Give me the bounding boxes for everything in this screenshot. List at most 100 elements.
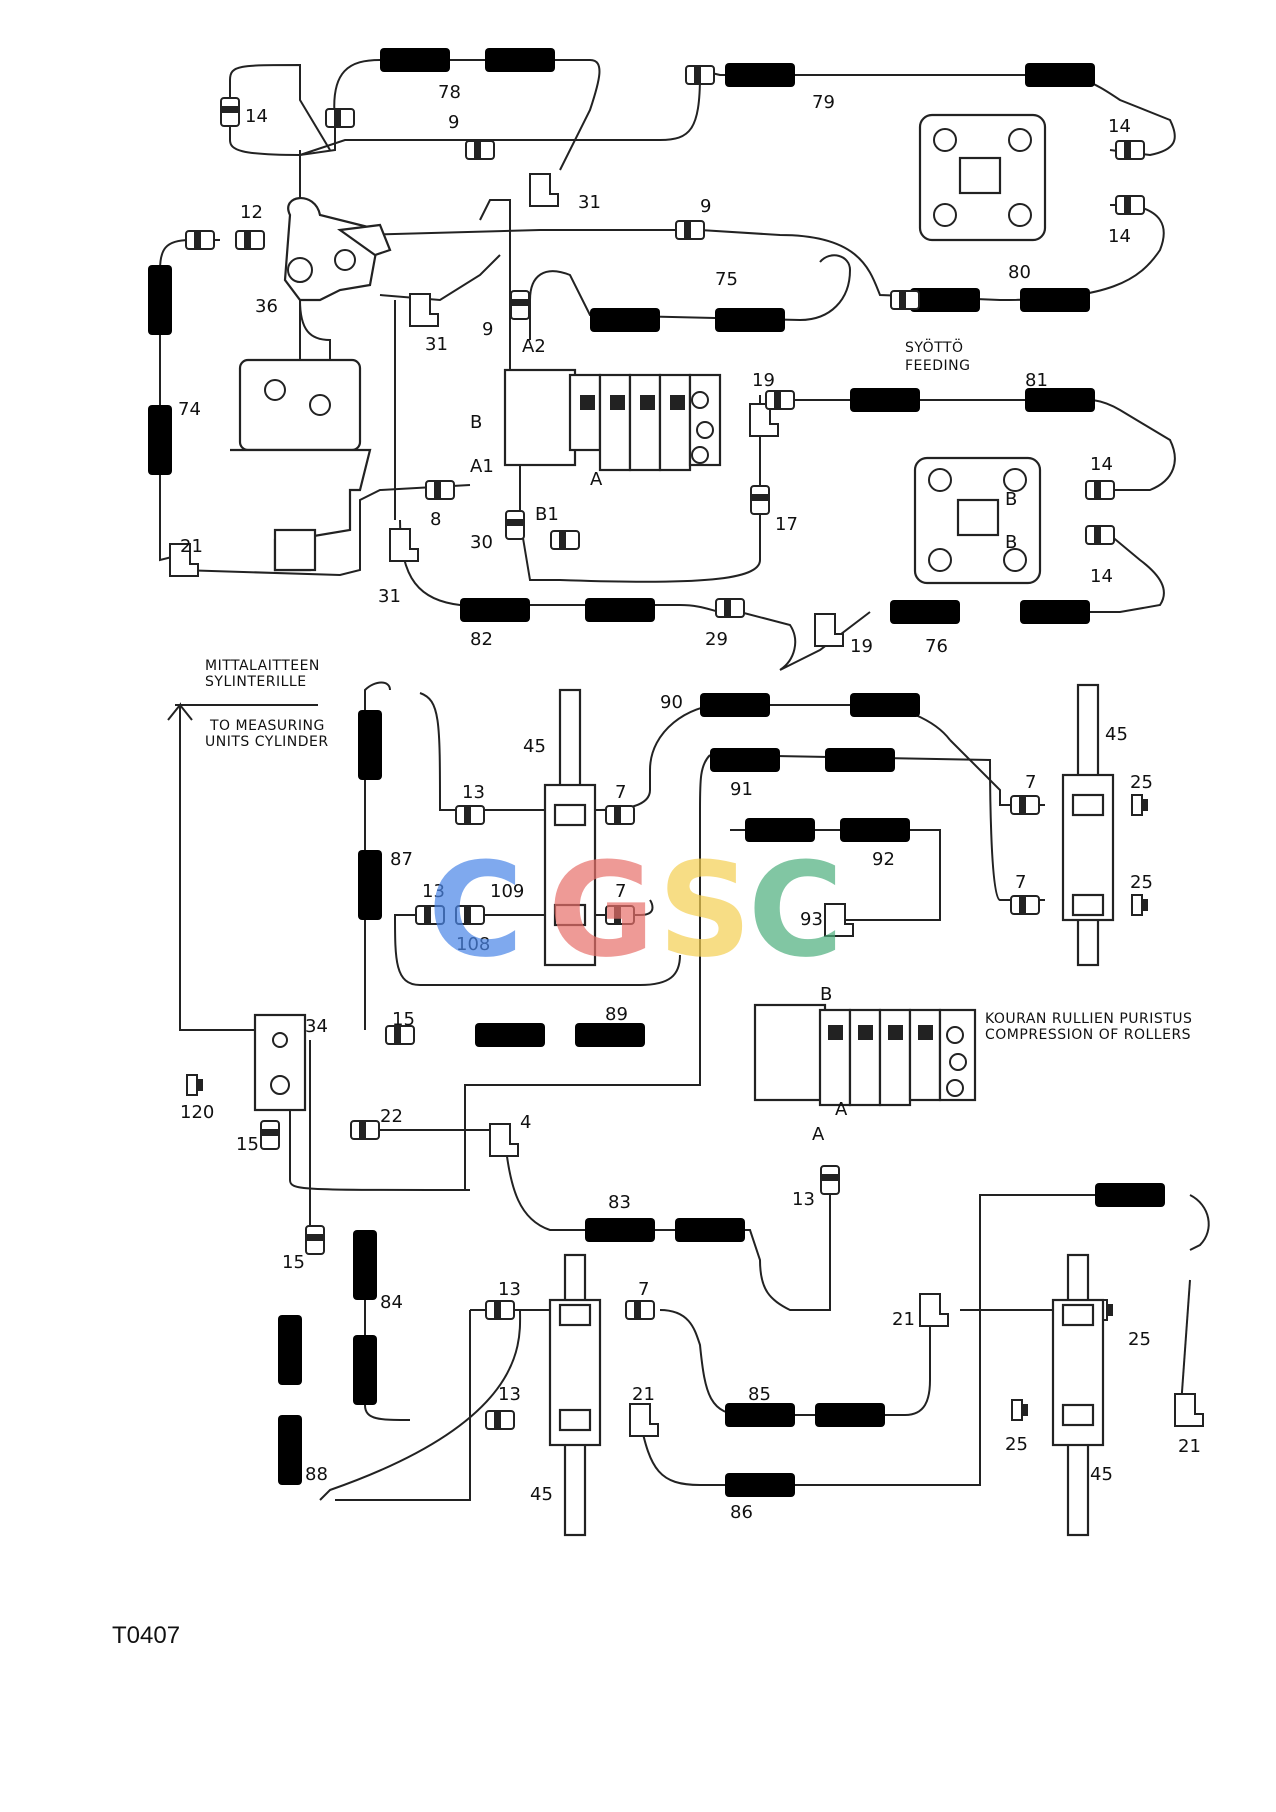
hose-89-a bbox=[475, 1023, 545, 1047]
label-13-d: 13 bbox=[498, 1279, 521, 1300]
fitting-12-a bbox=[185, 230, 215, 250]
hose-82-b bbox=[585, 598, 655, 622]
hose-75-a bbox=[590, 308, 660, 332]
label-13-b: 13 bbox=[422, 881, 445, 902]
hose-85-a bbox=[725, 1403, 795, 1427]
drawing-code: T0407 bbox=[112, 1622, 181, 1649]
fitting-7-d bbox=[1010, 895, 1040, 915]
label-80: 80 bbox=[1008, 262, 1031, 283]
fitting-13-a bbox=[455, 805, 485, 825]
fitting-29 bbox=[715, 598, 745, 618]
hose-87-a bbox=[358, 710, 382, 780]
label-76: 76 bbox=[925, 636, 948, 657]
hose-80-b bbox=[1020, 288, 1090, 312]
label-7-b: 7 bbox=[1025, 772, 1036, 793]
plug-120 bbox=[186, 1074, 204, 1096]
watermark-letter-c2: C bbox=[748, 834, 844, 986]
label-15-a: 15 bbox=[392, 1009, 415, 1030]
hose-78-a bbox=[380, 48, 450, 72]
hose-91-b bbox=[825, 748, 895, 772]
hydraulic-motor bbox=[230, 358, 372, 572]
label-13-e: 13 bbox=[498, 1384, 521, 1405]
watermark-letter-s: S bbox=[658, 834, 752, 986]
label-14-b: 14 bbox=[1108, 116, 1131, 137]
hose-83-b bbox=[675, 1218, 745, 1242]
port-b-feed-top: B bbox=[1005, 489, 1017, 510]
hose-78-b bbox=[485, 48, 555, 72]
port-a-lower: A bbox=[835, 1099, 848, 1120]
hose-82-a bbox=[460, 598, 530, 622]
label-45-d: 45 bbox=[1090, 1464, 1113, 1485]
plug-25-d bbox=[1011, 1399, 1029, 1421]
label-7-d: 7 bbox=[1015, 872, 1026, 893]
fitting-13-c bbox=[820, 1165, 840, 1195]
label-7-c: 7 bbox=[615, 881, 626, 902]
label-22: 22 bbox=[380, 1106, 403, 1127]
fitting-9-a bbox=[465, 140, 495, 160]
hose-79-b bbox=[1025, 63, 1095, 87]
label-9-a: 9 bbox=[448, 112, 459, 133]
label-82: 82 bbox=[470, 629, 493, 650]
label-45-c: 45 bbox=[530, 1484, 553, 1505]
label-17: 17 bbox=[775, 514, 798, 535]
label-93: 93 bbox=[800, 909, 823, 930]
fitting-7-b bbox=[1010, 795, 1040, 815]
hose-75-b bbox=[715, 308, 785, 332]
cylinder-45-a bbox=[543, 688, 597, 967]
label-b-port: B bbox=[470, 412, 482, 433]
label-14-a: 14 bbox=[245, 106, 268, 127]
valve-block-upper bbox=[503, 368, 722, 472]
fitting-79-end bbox=[685, 65, 715, 85]
label-13-c: 13 bbox=[792, 1189, 815, 1210]
note-measuring-en-1: TO MEASURING bbox=[209, 718, 325, 734]
hose-76-b bbox=[1020, 600, 1090, 624]
label-b-lower: B bbox=[820, 984, 832, 1005]
label-87: 87 bbox=[390, 849, 413, 870]
label-4: 4 bbox=[520, 1112, 531, 1133]
label-34: 34 bbox=[305, 1016, 328, 1037]
fitting-9-c bbox=[510, 290, 530, 320]
label-29: 29 bbox=[705, 629, 728, 650]
label-21-b: 21 bbox=[892, 1309, 915, 1330]
label-45-b: 45 bbox=[1105, 724, 1128, 745]
label-83: 83 bbox=[608, 1192, 631, 1213]
label-91: 91 bbox=[730, 779, 753, 800]
label-88: 88 bbox=[305, 1464, 328, 1485]
hose-92-b bbox=[840, 818, 910, 842]
note-measuring-en-2: UNITS CYLINDER bbox=[205, 734, 329, 750]
label-25-d: 25 bbox=[1005, 1434, 1028, 1455]
hose-76-a bbox=[890, 600, 960, 624]
hose-81-a bbox=[850, 388, 920, 412]
hose-88-a bbox=[278, 1315, 302, 1385]
note-feeding-en: FEEDING bbox=[905, 358, 970, 374]
fitting-30 bbox=[505, 510, 525, 540]
hose-74-a bbox=[148, 265, 172, 335]
hose-86 bbox=[725, 1473, 795, 1497]
label-9-b: 9 bbox=[700, 196, 711, 217]
fitting-14-a bbox=[220, 97, 240, 127]
label-a-lower: A bbox=[812, 1124, 825, 1145]
label-14-d: 14 bbox=[1090, 454, 1113, 475]
plug-25-a bbox=[1131, 794, 1149, 816]
label-25-a: 25 bbox=[1130, 772, 1153, 793]
elbow-21-d bbox=[1174, 1393, 1204, 1427]
tee-22 bbox=[350, 1120, 380, 1140]
fitting-14-c bbox=[1115, 195, 1145, 215]
fitting-9-b bbox=[675, 220, 705, 240]
label-25-c: 25 bbox=[1128, 1329, 1151, 1350]
label-79: 79 bbox=[812, 92, 835, 113]
port-a-upper: A bbox=[590, 469, 603, 490]
feed-cylinder-top bbox=[918, 113, 1047, 242]
hose-80-a bbox=[910, 288, 980, 312]
label-92: 92 bbox=[872, 849, 895, 870]
label-109: 109 bbox=[490, 881, 524, 902]
fitting-14-e bbox=[1085, 525, 1115, 545]
watermark-letter-g: G bbox=[548, 834, 655, 986]
hose-90-a bbox=[700, 693, 770, 717]
label-15-b: 15 bbox=[236, 1134, 259, 1155]
label-75: 75 bbox=[715, 269, 738, 290]
note-feeding-fi: SYÖTTÖ bbox=[905, 338, 964, 356]
label-31-a: 31 bbox=[578, 192, 601, 213]
label-108: 108 bbox=[456, 934, 490, 955]
